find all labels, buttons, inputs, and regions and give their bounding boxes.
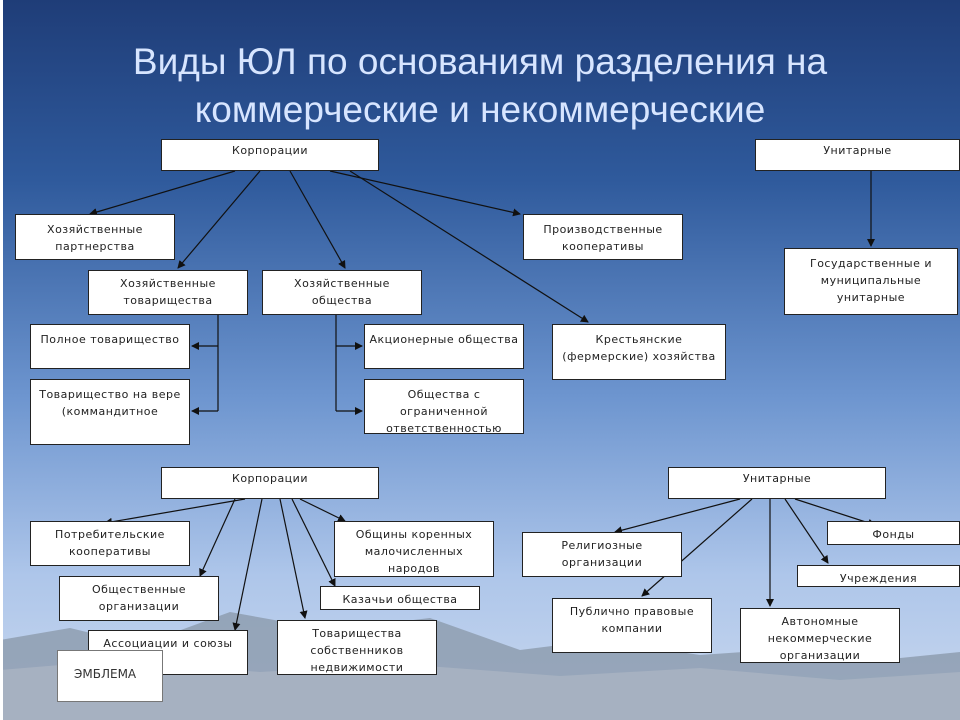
- cossack-societies-box: Казачьи общества: [320, 586, 480, 610]
- business-companies-label: Хозяйственные общества: [294, 277, 390, 307]
- cossack-societies-label: Казачьи общества: [342, 593, 458, 606]
- state-municipal-unitary-box: Государственные и муниципальные унитарны…: [784, 248, 958, 315]
- business-associations-box: Хозяйственные товарищества: [88, 270, 248, 315]
- property-owners-label: Товарищества собственников недвижимости: [310, 627, 404, 674]
- public-organizations-box: Общественные организации: [59, 576, 219, 621]
- autonomous-nonprofit-box: Автономные некоммерческие организации: [740, 608, 900, 663]
- business-partnerships-box: Хозяйственные партнерства: [15, 214, 175, 260]
- institutions-label: Учреждения: [839, 572, 918, 585]
- public-law-companies-label: Публично правовые компании: [569, 605, 695, 635]
- commercial-unitary-label: Унитарные: [823, 144, 892, 157]
- consumer-cooperatives-box: Потребительские кооперативы: [30, 521, 190, 566]
- emblem-label: ЭМБЛЕМА: [74, 667, 137, 681]
- funds-box: Фонды: [827, 521, 960, 545]
- indigenous-communities-box: Общины коренных малочисленных народов: [334, 521, 494, 577]
- associations-unions-label: Ассоциации и союзы: [103, 637, 233, 650]
- production-cooperatives-box: Производственные кооперативы: [523, 214, 683, 260]
- limited-partnership-label: Товарищество на вере (коммандитное: [39, 388, 181, 418]
- business-companies-box: Хозяйственные общества: [262, 270, 422, 315]
- autonomous-nonprofit-label: Автономные некоммерческие организации: [767, 615, 873, 662]
- slide-title-line-2: коммерческие и некоммерческие: [194, 89, 766, 130]
- commercial-corporations-box: Корпорации: [161, 139, 379, 171]
- full-partnership-box: Полное товарищество: [30, 324, 190, 369]
- business-associations-label: Хозяйственные товарищества: [120, 277, 216, 307]
- noncommercial-unitary-box: Унитарные: [668, 467, 886, 499]
- business-partnerships-label: Хозяйственные партнерства: [47, 223, 143, 253]
- indigenous-communities-label: Общины коренных малочисленных народов: [355, 528, 473, 575]
- left-edge-strip: [0, 0, 3, 720]
- state-municipal-unitary-label: Государственные и муниципальные унитарны…: [809, 257, 932, 304]
- slide-title-line-1: Виды ЮЛ по основаниям разделения на: [132, 41, 828, 82]
- funds-label: Фонды: [872, 528, 915, 541]
- institutions-box: Учреждения: [797, 565, 960, 587]
- noncommercial-unitary-label: Унитарные: [742, 472, 812, 485]
- commercial-unitary-box: Унитарные: [755, 139, 960, 171]
- consumer-cooperatives-label: Потребительские кооперативы: [55, 528, 165, 558]
- llc-box: Общества с ограниченной ответственностью: [364, 379, 524, 434]
- religious-organizations-label: Религиозные организации: [561, 539, 643, 569]
- commercial-corporations-label: Корпорации: [232, 144, 308, 157]
- noncommercial-corporations-label: Корпорации: [232, 472, 308, 485]
- emblem-placeholder: ЭМБЛЕМА: [57, 650, 163, 702]
- full-partnership-label: Полное товарищество: [40, 333, 180, 346]
- public-organizations-label: Общественные организации: [91, 583, 187, 613]
- farm-enterprises-label: Крестьянские (фермерские) хозяйства: [562, 333, 716, 363]
- public-law-companies-box: Публично правовые компании: [552, 598, 712, 653]
- llc-label: Общества с ограниченной ответственностью: [386, 388, 502, 434]
- religious-organizations-box: Религиозные организации: [522, 532, 682, 577]
- limited-partnership-box: Товарищество на вере (коммандитное: [30, 379, 190, 445]
- farm-enterprises-box: Крестьянские (фермерские) хозяйства: [552, 324, 726, 380]
- joint-stock-companies-label: Акционерные общества: [369, 333, 519, 346]
- slide-title: Виды ЮЛ по основаниям разделения на комм…: [0, 38, 960, 134]
- noncommercial-corporations-box: Корпорации: [161, 467, 379, 499]
- joint-stock-companies-box: Акционерные общества: [364, 324, 524, 369]
- property-owners-box: Товарищества собственников недвижимости: [277, 620, 437, 675]
- production-cooperatives-label: Производственные кооперативы: [543, 223, 663, 253]
